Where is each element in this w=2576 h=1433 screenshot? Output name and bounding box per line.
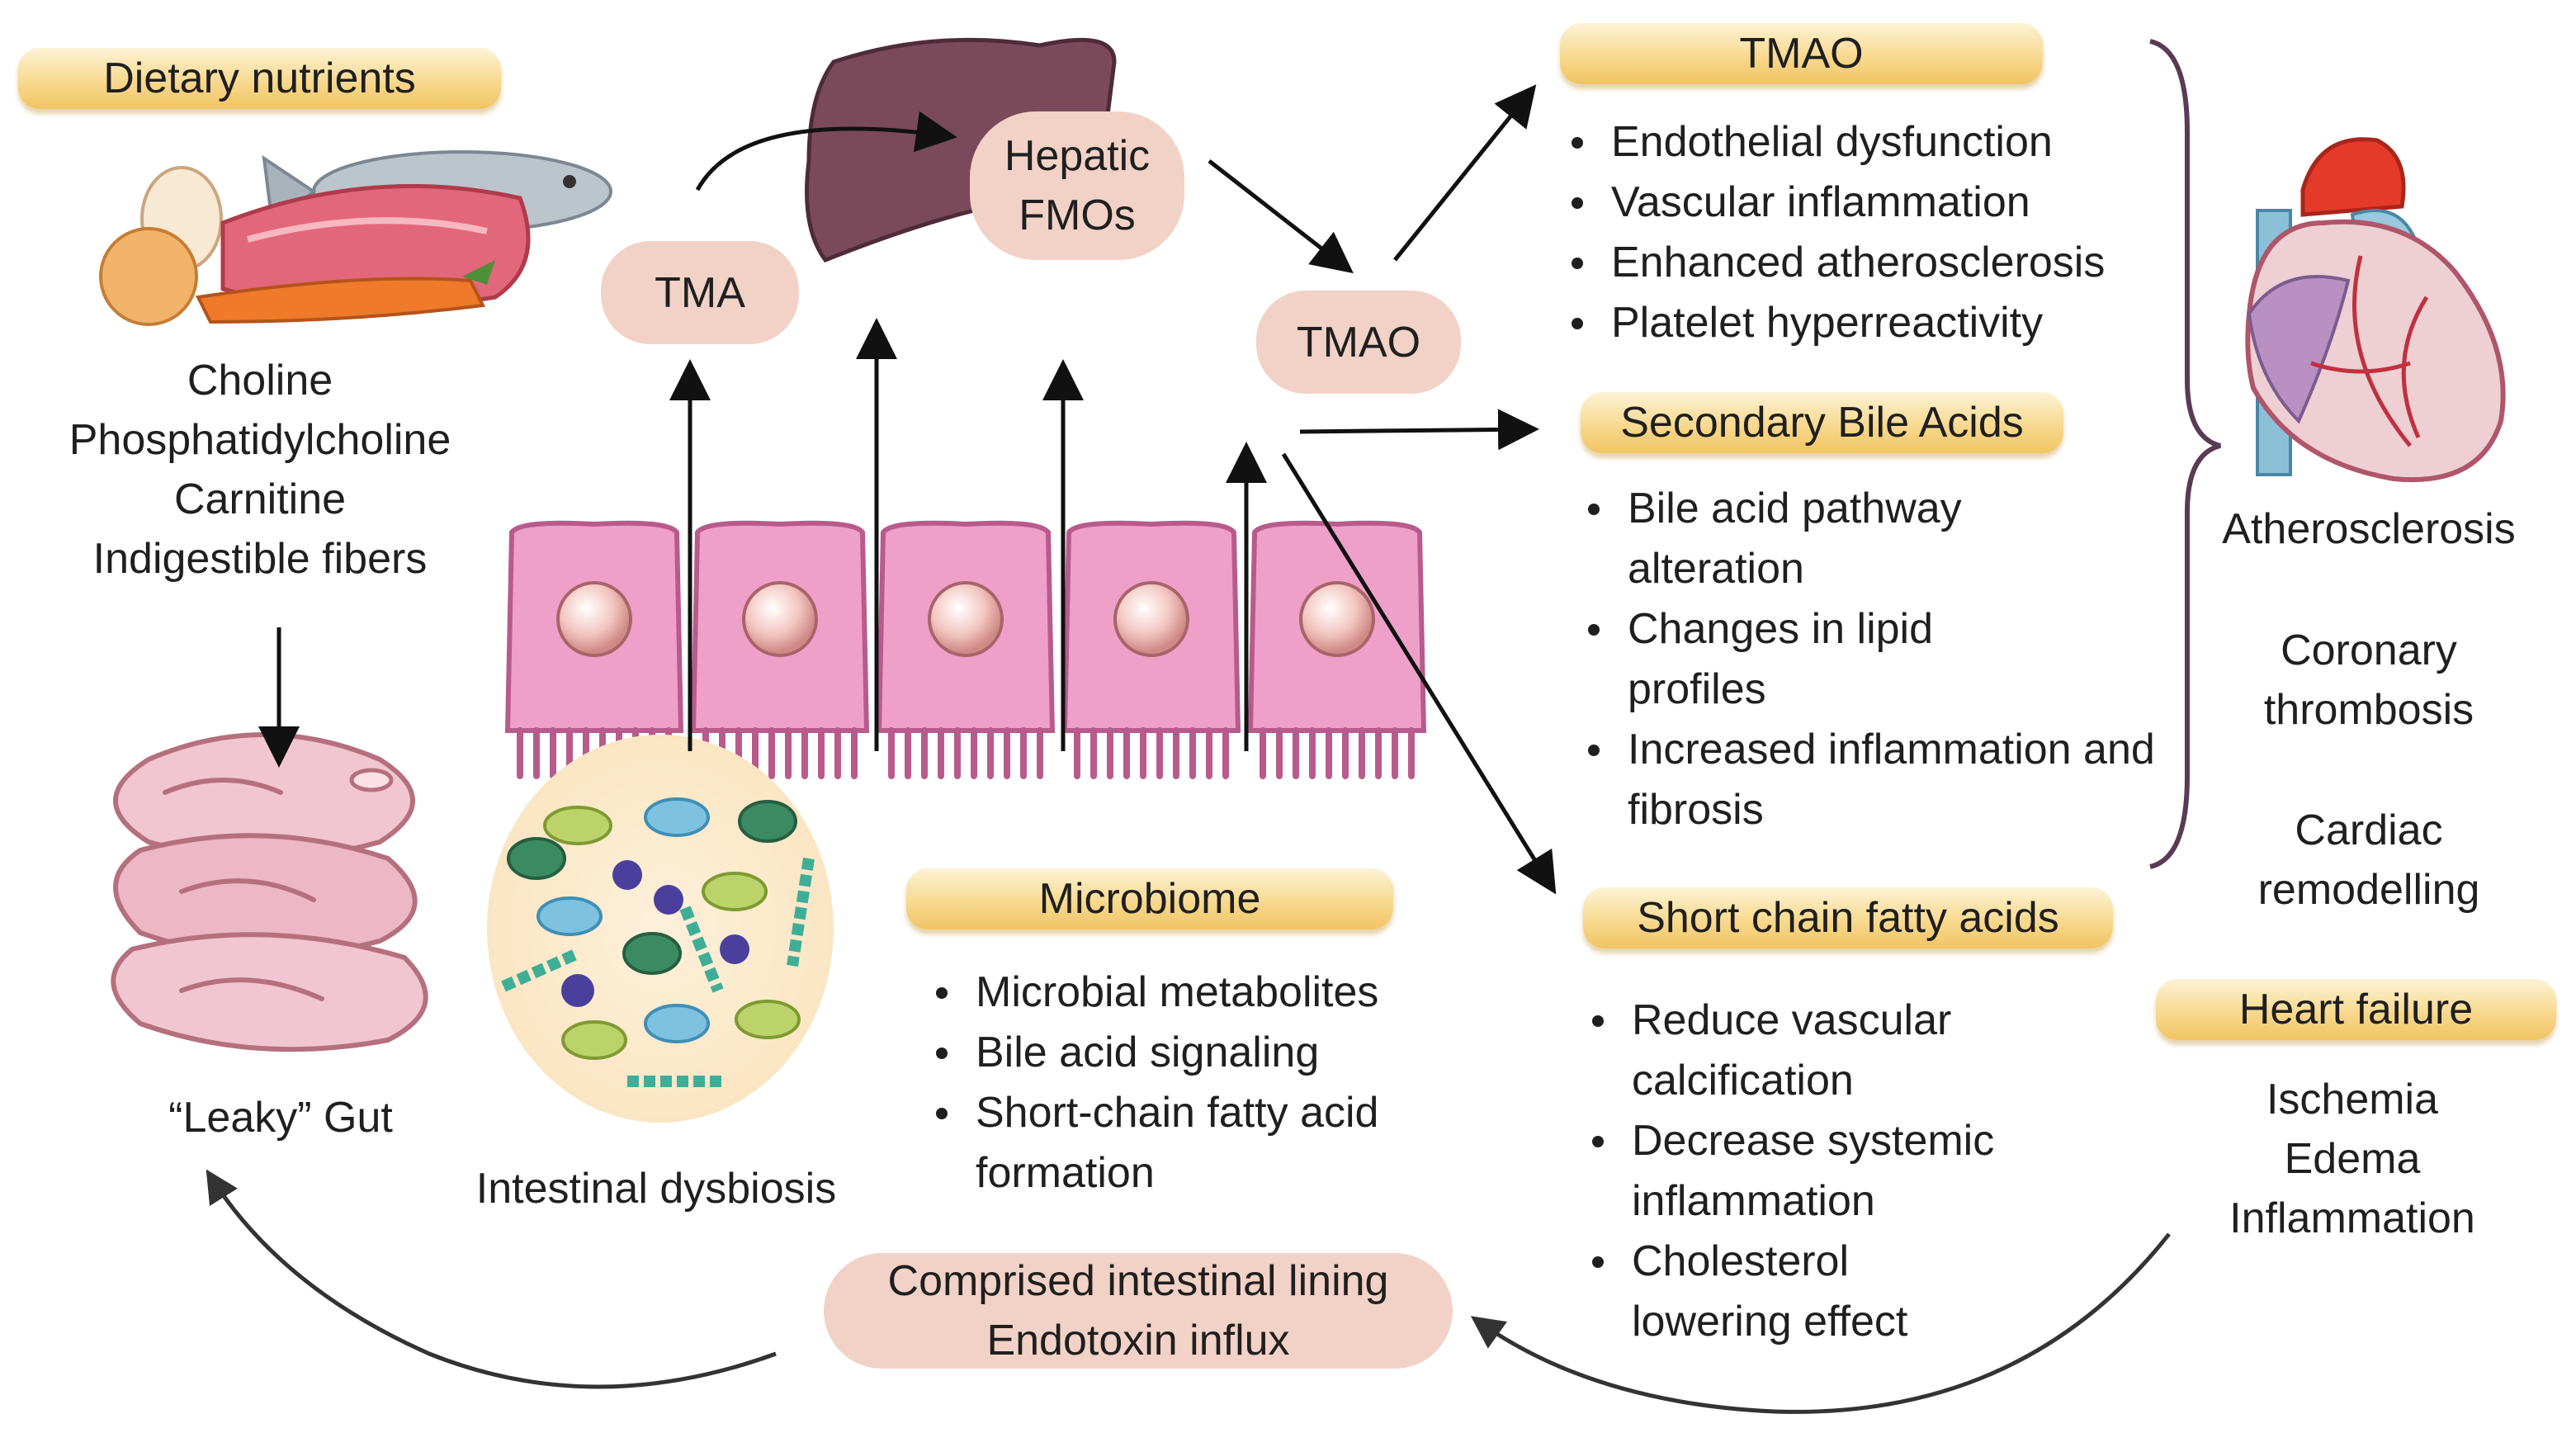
scfa-item: Decrease systemic inflammation: [1581, 1111, 2077, 1232]
fmos-label: FMOs: [1019, 192, 1136, 239]
bile-acids-list: Bile acid pathway alteration Changes in …: [1576, 479, 2171, 840]
scfa-item: Reduce vascular calcification: [1581, 991, 2011, 1111]
gut-illustration: [111, 732, 428, 1052]
outcome-atherosclerosis: Atherosclerosis: [2222, 505, 2516, 553]
heart-failure-header: Heart failure: [2156, 979, 2556, 1040]
nutrient-item: Carnitine: [173, 475, 347, 523]
leaky-gut-label: “Leaky” Gut: [168, 1094, 393, 1142]
hepatic-fmos-pill: Hepatic FMOs: [970, 111, 1184, 260]
microbiome-list: Microbial metabolites Bile acid signalin…: [924, 962, 1486, 1204]
tma-label: TMA: [655, 268, 745, 317]
tmao-effect-item: Endothelial dysfunction: [1560, 112, 2187, 173]
dietary-nutrients-header: Dietary nutrients: [18, 48, 501, 109]
heart-failure-item: Edema: [2284, 1135, 2421, 1183]
tmao-effect-item: Platelet hyperreactivity: [1560, 293, 2187, 353]
bile-acids-item: Increased inflammation and fibrosis: [1576, 720, 2156, 840]
bile-acids-item: Bile acid pathway alteration: [1576, 479, 2016, 599]
dietary-nutrients-list: Choline Phosphatidylcholine Carnitine In…: [0, 351, 520, 589]
microbes-illustration: [487, 735, 834, 1123]
tmao-effects-list: Endothelial dysfunction Vascular inflamm…: [1560, 112, 2187, 353]
tma-pill: TMA: [601, 241, 799, 344]
arrow-fmo-to-tmao: [1208, 159, 1354, 274]
heart-illustration: [2245, 137, 2506, 483]
flow-arrows: [258, 84, 1557, 895]
heart-failure-item: Inflammation: [2229, 1194, 2475, 1242]
microbiome-header: Microbiome: [906, 868, 1393, 929]
arrow-hf-to-lining: [1470, 1232, 2171, 1414]
arrow-lining-to-gut: [206, 1169, 777, 1389]
outcome-coronary-thrombosis: Coronary thrombosis: [2263, 627, 2474, 734]
arrow-to-scfa: [1281, 452, 1557, 895]
heart-failure-item: Ischemia: [2266, 1076, 2439, 1123]
lining-line-2: Endotoxin influx: [986, 1317, 1290, 1364]
bile-acids-item: Changes in lipid profiles: [1576, 599, 2016, 720]
tmao-effect-item: Enhanced atherosclerosis: [1560, 233, 2187, 293]
return-arrows: [206, 1169, 2171, 1414]
scfa-item: Cholesterol lowering effect: [1581, 1232, 1995, 1352]
secondary-bile-acids-header: Secondary Bile Acids: [1581, 392, 2063, 453]
arrow-to-bile: [1299, 409, 1539, 451]
scfa-list: Reduce vascular calcification Decrease s…: [1581, 991, 2076, 1352]
microbiome-item: Bile acid signaling: [924, 1023, 1486, 1083]
arrow-tma-to-fmo: [695, 111, 957, 192]
food-illustration: [99, 150, 612, 326]
short-chain-fatty-acids-header: Short chain fatty acids: [1583, 887, 2113, 948]
nutrient-item: Indigestible fibers: [92, 535, 428, 583]
tmao-effect-item: Vascular inflammation: [1560, 173, 2187, 233]
intestinal-lining-pill: Comprised intestinal lining Endotoxin in…: [824, 1253, 1453, 1369]
intestinal-dysbiosis-label: Intestinal dysbiosis: [475, 1165, 837, 1213]
tmao-label: TMAO: [1296, 318, 1421, 367]
outcomes-brace: [2149, 39, 2221, 869]
outcome-cardiac-remodelling: Cardiac remodelling: [2257, 806, 2480, 914]
lining-line-1: Comprised intestinal lining: [887, 1257, 1389, 1305]
nutrient-item: Phosphatidylcholine: [69, 416, 451, 464]
microbiome-item: Microbial metabolites: [924, 962, 1486, 1023]
arrow-tmao-up: [1393, 84, 1537, 262]
heart-failure-list: Ischemia Edema Inflammation: [2146, 1070, 2559, 1248]
tmao-pill: TMAO: [1256, 291, 1461, 394]
microbiome-item: Short-chain fatty acid formation: [924, 1083, 1454, 1204]
tmao-header: TMAO: [1560, 23, 2043, 84]
nutrient-item: Choline: [187, 357, 333, 404]
hepatic-label: Hepatic: [1004, 132, 1151, 180]
